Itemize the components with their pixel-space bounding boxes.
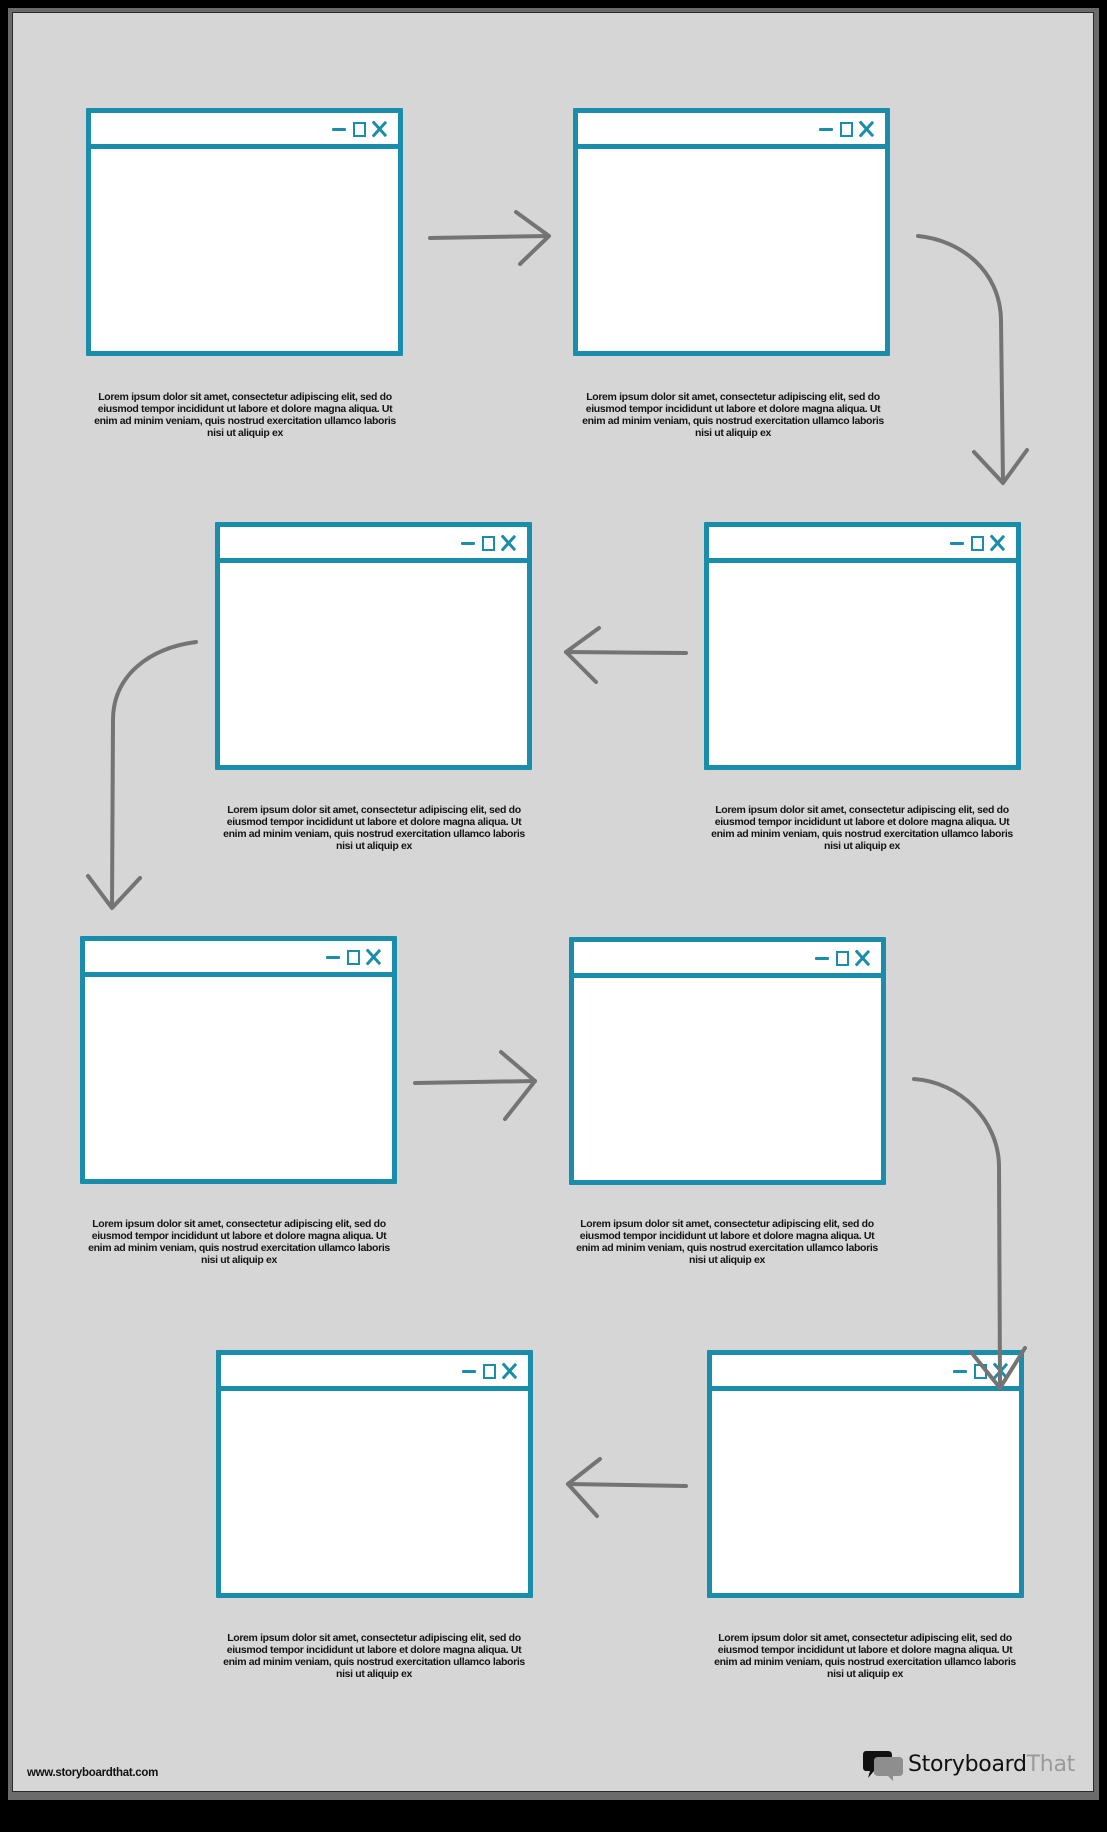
window-controls bbox=[819, 118, 875, 140]
window-controls bbox=[332, 118, 388, 140]
step-window-5 bbox=[80, 936, 397, 1184]
window-content bbox=[574, 978, 881, 1180]
step-caption-7: Lorem ipsum dolor sit amet, consectetur … bbox=[223, 1632, 525, 1680]
step-caption-1: Lorem ipsum dolor sit amet, consectetur … bbox=[94, 391, 396, 439]
close-icon bbox=[991, 1362, 1009, 1380]
step-caption-4: Lorem ipsum dolor sit amet, consectetur … bbox=[711, 804, 1013, 852]
maximize-icon bbox=[974, 1363, 987, 1379]
step-caption-2: Lorem ipsum dolor sit amet, consectetur … bbox=[582, 391, 884, 439]
window-titlebar bbox=[578, 113, 885, 149]
maximize-icon bbox=[353, 121, 366, 137]
maximize-icon bbox=[482, 535, 495, 551]
window-titlebar bbox=[712, 1355, 1019, 1391]
window-content bbox=[221, 1391, 528, 1593]
minimize-icon bbox=[950, 541, 964, 545]
speech-bubbles-icon bbox=[862, 1747, 904, 1781]
step-caption-3: Lorem ipsum dolor sit amet, consectetur … bbox=[223, 804, 525, 852]
step-window-2 bbox=[573, 108, 890, 356]
minimize-icon bbox=[819, 127, 833, 131]
step-window-7 bbox=[216, 1350, 533, 1598]
step-window-6 bbox=[569, 937, 886, 1185]
logo-text-secondary: That bbox=[1026, 1751, 1076, 1777]
minimize-icon bbox=[953, 1369, 967, 1373]
maximize-icon bbox=[347, 949, 360, 965]
logo-text: StoryboardThat bbox=[908, 1752, 1075, 1777]
step-caption-5: Lorem ipsum dolor sit amet, consectetur … bbox=[88, 1218, 390, 1266]
logo-text-primary: Storyboard bbox=[908, 1751, 1027, 1777]
minimize-icon bbox=[815, 956, 829, 960]
window-controls bbox=[461, 532, 517, 554]
window-content bbox=[220, 563, 527, 765]
maximize-icon bbox=[836, 950, 849, 966]
window-titlebar bbox=[574, 942, 881, 978]
close-icon bbox=[500, 1362, 518, 1380]
window-titlebar bbox=[85, 941, 392, 977]
minimize-icon bbox=[332, 127, 346, 131]
maximize-icon bbox=[971, 535, 984, 551]
close-icon bbox=[499, 534, 517, 552]
maximize-icon bbox=[840, 121, 853, 137]
minimize-icon bbox=[462, 1369, 476, 1373]
step-caption-8: Lorem ipsum dolor sit amet, consectetur … bbox=[714, 1632, 1016, 1680]
step-window-3 bbox=[215, 522, 532, 770]
minimize-icon bbox=[326, 955, 340, 959]
maximize-icon bbox=[483, 1363, 496, 1379]
close-icon bbox=[988, 534, 1006, 552]
window-content bbox=[578, 149, 885, 351]
step-window-1 bbox=[86, 108, 403, 356]
window-content bbox=[85, 977, 392, 1179]
window-controls bbox=[815, 947, 871, 969]
step-caption-6: Lorem ipsum dolor sit amet, consectetur … bbox=[576, 1218, 878, 1266]
window-content bbox=[709, 563, 1016, 765]
step-window-8 bbox=[707, 1350, 1024, 1598]
window-controls bbox=[462, 1360, 518, 1382]
window-titlebar bbox=[220, 527, 527, 563]
window-content bbox=[91, 149, 398, 351]
step-window-4 bbox=[704, 522, 1021, 770]
window-controls bbox=[950, 532, 1006, 554]
window-controls bbox=[326, 946, 382, 968]
window-controls bbox=[953, 1360, 1009, 1382]
close-icon bbox=[370, 120, 388, 138]
close-icon bbox=[853, 949, 871, 967]
footer-url[interactable]: www.storyboardthat.com bbox=[27, 1767, 158, 1779]
storyboardthat-logo[interactable]: StoryboardThat bbox=[862, 1747, 1075, 1781]
close-icon bbox=[364, 948, 382, 966]
window-titlebar bbox=[91, 113, 398, 149]
minimize-icon bbox=[461, 541, 475, 545]
window-content bbox=[712, 1391, 1019, 1593]
close-icon bbox=[857, 120, 875, 138]
window-titlebar bbox=[221, 1355, 528, 1391]
window-titlebar bbox=[709, 527, 1016, 563]
